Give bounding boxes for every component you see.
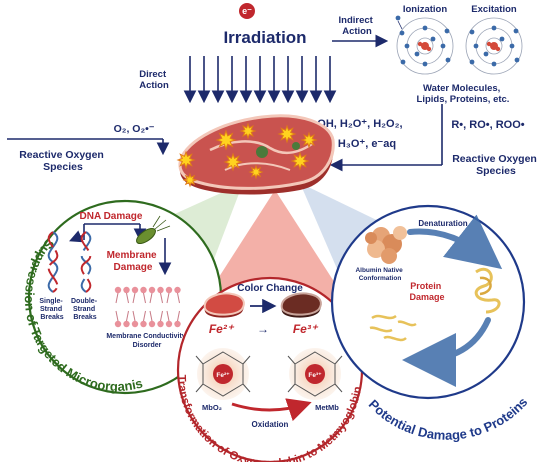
lipid-bilayer-icon <box>114 286 181 328</box>
heme-mbo2-icon: Fe²⁺ <box>195 348 251 400</box>
lipid-tail <box>126 292 129 304</box>
burst-icon <box>182 172 198 188</box>
ros-label-left: Reactive Oxygen Species <box>19 149 107 173</box>
fe-arrow: → <box>257 322 269 336</box>
burst-icon <box>176 150 196 170</box>
fe2-label: Fe²⁺ <box>209 322 235 336</box>
fe3-label: Fe³⁺ <box>293 322 319 336</box>
brown-meat-icon <box>280 292 322 318</box>
protein-damage-label: Protein Damage <box>409 281 444 302</box>
color-change-label: Color Change <box>237 283 303 294</box>
ionization-atom-icon <box>395 15 454 75</box>
direct-action-label: Direct Action <box>139 69 169 91</box>
denaturation-arrow <box>407 214 503 270</box>
lipid-head <box>157 320 164 328</box>
lipid-head <box>165 286 173 294</box>
heme-center-fe2: Fe²⁺ <box>216 372 230 379</box>
lipid-head <box>165 320 173 328</box>
lipid-tail <box>149 310 153 322</box>
lipid-tail <box>166 310 170 322</box>
damage-burst-icons <box>176 122 318 188</box>
ros-label-right: Reactive Oxygen Species <box>452 153 540 177</box>
ionization-label: Ionization <box>403 4 448 15</box>
ros-species-middle-1: •OH, H₂O⁺, H₂O₂, <box>313 118 402 130</box>
ros-species-middle-2: H•, H₃O⁺, e⁻aq <box>320 138 396 150</box>
burst-icon <box>300 131 318 149</box>
meat-steak-icon <box>178 114 335 195</box>
double-strand-label: Double- Strand Breaks <box>71 298 99 321</box>
lipid-tail <box>177 292 180 304</box>
lipid-head <box>131 286 139 294</box>
lipid-tail <box>166 292 170 304</box>
irradiation-title: Irradiation <box>223 28 306 47</box>
lipid-tail <box>115 292 119 304</box>
lipid-head <box>140 320 147 328</box>
lipid-head <box>123 286 130 294</box>
burst-icon <box>277 124 297 144</box>
single-strand-label: Single- Strand Breaks <box>39 298 64 321</box>
lipid-tail <box>177 310 180 322</box>
albumin-label: Albumin Native Conformation <box>355 267 404 282</box>
lipid-head <box>114 320 122 328</box>
lipid-head <box>148 320 156 328</box>
indirect-action-label: Indirect Action <box>339 15 376 37</box>
dna-damage-label: DNA Damage <box>80 211 143 222</box>
irradiation-arrows <box>183 56 337 104</box>
burst-icon <box>239 122 257 140</box>
electron-label: e⁻ <box>242 6 252 16</box>
burst-icon <box>223 152 243 172</box>
damage-arrow <box>402 317 491 387</box>
lipid-head <box>131 320 139 328</box>
lipid-tail <box>115 310 119 322</box>
lipid-head <box>174 286 181 294</box>
unfolded-protein-icon <box>474 267 501 314</box>
lipid-tail <box>143 292 146 304</box>
lipid-tail <box>126 310 129 322</box>
membrane-disorder-label: Membrane Conductivity Disorder <box>106 333 187 349</box>
heme-metmb-icon: Fe³⁺ <box>287 348 343 400</box>
ros-species-left: O₂, O₂•⁻ <box>114 123 155 135</box>
double-strand-dna-icon <box>80 231 92 293</box>
lipid-tail <box>149 292 153 304</box>
lipid-tail <box>132 292 136 304</box>
ros-species-right: R•, RO•, ROO• <box>451 119 524 131</box>
oxidation-label: Oxidation <box>252 420 289 429</box>
denaturation-label: Denaturation <box>418 219 467 228</box>
lipid-head <box>174 320 181 328</box>
lipid-tail <box>143 310 146 322</box>
lipid-tail <box>160 292 163 304</box>
lipid-head <box>140 286 147 294</box>
oxidation-arrow <box>231 398 312 422</box>
lipid-head <box>114 286 122 294</box>
burst-icon <box>215 129 237 151</box>
lipid-head <box>123 320 130 328</box>
protein-arc-title: Potential Damage to Proteins <box>366 394 531 442</box>
burst-icon <box>290 151 310 171</box>
protein-fragments-icon <box>369 314 417 342</box>
lipid-tail <box>160 310 163 322</box>
excitation-atom-icon <box>465 17 523 75</box>
excitation-label: Excitation <box>471 4 517 15</box>
metmb-label: MetMb <box>315 403 339 412</box>
heme-center-fe3: Fe³⁺ <box>308 372 322 379</box>
lipid-tail <box>132 310 136 322</box>
lipid-head <box>148 286 156 294</box>
single-strand-dna-icon <box>47 231 59 293</box>
water-molecules-label: Water Molecules, Lipids, Proteins, etc. <box>417 83 510 105</box>
lipid-head <box>157 286 164 294</box>
membrane-damage-label: Membrane Damage <box>107 250 160 273</box>
electron-icon: e⁻ <box>239 3 255 19</box>
bacterium-icon <box>136 215 171 245</box>
mbo2-label: MbO₂ <box>202 403 222 412</box>
burst-icon <box>248 164 264 180</box>
red-meat-icon <box>203 292 245 318</box>
albumin-protein-icon <box>365 226 407 264</box>
